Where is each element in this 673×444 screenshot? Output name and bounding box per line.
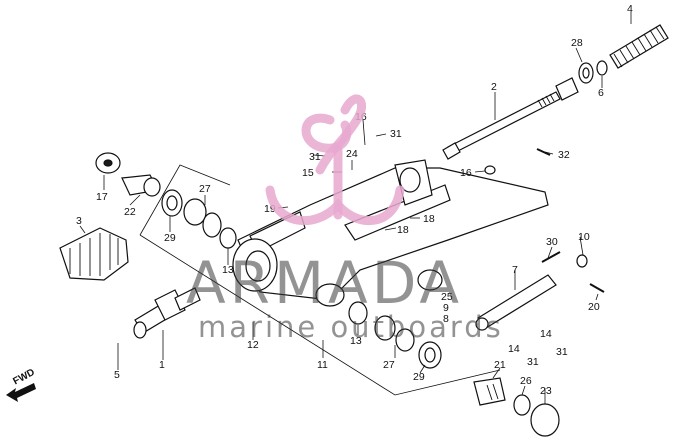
part-label-24: 24 [346,148,358,160]
bearing-28 [578,60,608,84]
output-shaft-group [473,377,560,437]
bolt-20 [589,283,605,293]
part-label-7: 7 [512,264,518,276]
part-label-31b: 31 [309,151,321,163]
case-outline [139,164,501,396]
anchor-logo [265,94,405,225]
part-label-28: 28 [571,37,583,49]
part-label-17: 17 [96,191,108,203]
part-label-27b: 27 [383,359,395,371]
pinion-joint [95,152,161,197]
part-label-23: 23 [540,385,552,397]
part-label-26: 26 [520,375,532,387]
part-label-29a: 29 [164,232,176,244]
coil-spring [609,24,669,69]
part-label-12: 12 [247,339,259,351]
pin-30 [541,251,561,263]
part-label-10: 10 [578,231,590,243]
part-label-27a: 27 [199,183,211,195]
part-label-2: 2 [491,81,497,93]
bolt-10 [576,254,588,268]
torque-rod [475,274,557,331]
part-label-15: 15 [302,167,314,179]
part-label-13b: 13 [350,335,362,347]
part-label-5: 5 [114,369,120,381]
leader-lines [79,12,632,404]
part-label-16b: 16 [460,167,472,179]
part-label-14a: 14 [508,343,520,355]
part-label-18b: 18 [397,224,409,236]
part-label-31a: 31 [390,128,402,140]
bearing-group-left [161,189,237,249]
watermark-tagline: marine outboards [198,310,504,344]
part-label-25: 25 [441,291,453,303]
part-label-11: 11 [317,359,328,371]
part-label-9: 9 [443,302,449,314]
part-label-31d: 31 [556,346,568,358]
part-label-14b: 14 [540,328,552,340]
part-label-32: 32 [558,149,570,161]
part-label-18a: 18 [423,213,435,225]
nut-16 [484,165,496,175]
part-label-13a: 13 [222,264,234,276]
part-labels: 1 2 3 4 5 6 7 8 9 10 11 12 13 13 14 14 1… [76,3,633,397]
bolt-32 [536,148,551,156]
part-label-6: 6 [598,87,604,99]
part-label-4: 4 [627,3,633,15]
part-label-22: 22 [124,206,136,218]
part-label-20: 20 [588,301,600,313]
drive-shaft [442,77,579,160]
part-label-29b: 29 [413,371,425,383]
part-label-3: 3 [76,215,82,227]
rubber-boot [59,227,129,281]
part-label-21: 21 [494,359,506,371]
watermark-brand: ARMADA [186,249,463,317]
fwd-arrow [6,383,36,402]
bearing-group-right [348,301,442,369]
swing-arm [232,159,549,307]
part-label-31c: 31 [527,356,539,368]
part-label-19: 19 [264,203,276,215]
universal-joint [133,287,201,339]
part-label-1: 1 [159,359,165,371]
part-label-8: 8 [443,313,449,325]
part-label-30: 30 [546,236,558,248]
